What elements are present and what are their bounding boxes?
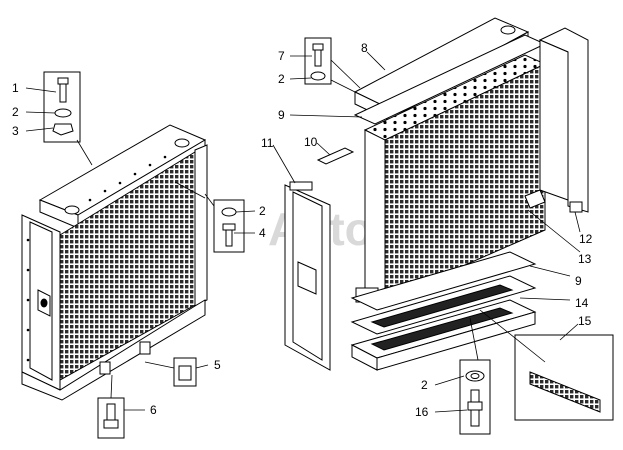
nut-3 — [52, 123, 74, 136]
callout-9b: 9 — [575, 274, 582, 288]
callout-10: 10 — [304, 135, 318, 149]
bottom-gasket-9 — [350, 251, 537, 311]
callout-13: 13 — [578, 252, 592, 266]
callout-2a: 2 — [12, 105, 19, 119]
bolt-shank-6 — [106, 403, 116, 421]
bottom-lug-2 — [139, 341, 151, 355]
bolt-head-1 — [57, 77, 69, 85]
callout-14: 14 — [575, 296, 589, 310]
callout-labels: 1 2 3 2 4 5 6 7 2 8 9 10 11 12 13 9 14 1… — [12, 41, 593, 419]
callout-11: 11 — [261, 136, 274, 150]
bolt-set-16 — [459, 359, 491, 435]
bolt-head-4 — [222, 223, 236, 231]
washer-2a — [54, 108, 72, 118]
washer-2b — [221, 207, 237, 217]
callout-8: 8 — [361, 41, 368, 55]
bushing-5 — [173, 357, 197, 387]
bolt-shank-1 — [59, 83, 67, 103]
callout-7: 7 — [278, 49, 285, 63]
top-cap-right — [174, 138, 190, 148]
callout-2b: 2 — [259, 204, 266, 218]
bottom-tank-14 — [350, 275, 537, 371]
callout-2c: 2 — [278, 72, 285, 86]
top-cap-left — [64, 205, 80, 215]
assembled-radiator — [21, 124, 208, 401]
callout-12: 12 — [579, 232, 593, 246]
side-frame-11 — [284, 181, 331, 371]
callout-16: 16 — [415, 405, 429, 419]
bushing-body — [178, 365, 192, 381]
callout-6: 6 — [150, 403, 157, 417]
callout-9a: 9 — [278, 108, 285, 122]
seal-strip-15 — [514, 334, 614, 421]
callout-5: 5 — [214, 358, 221, 372]
bolt-shank-4 — [225, 229, 233, 247]
callout-2d: 2 — [421, 378, 428, 392]
bolt-head-6 — [103, 419, 119, 429]
side-frame-12 — [538, 27, 589, 213]
side-frame-right — [194, 144, 208, 307]
callout-4: 4 — [259, 226, 266, 240]
bracket-hole — [40, 298, 48, 308]
strip-13 — [524, 189, 546, 209]
leader-lines — [25, 51, 581, 413]
callout-15: 15 — [578, 314, 592, 328]
bolt-set-mid-left — [213, 199, 245, 253]
core-block — [355, 54, 547, 303]
strip-10 — [316, 147, 355, 165]
bolt-set-7 — [304, 37, 332, 85]
callout-1: 1 — [12, 81, 19, 95]
top-tank-rivets — [26, 155, 167, 362]
callout-3: 3 — [12, 124, 19, 138]
bolt-6 — [97, 397, 125, 439]
bottom-lug-1 — [99, 361, 111, 375]
bottom-tank — [21, 299, 206, 401]
bolt-set-top-left — [43, 71, 81, 143]
